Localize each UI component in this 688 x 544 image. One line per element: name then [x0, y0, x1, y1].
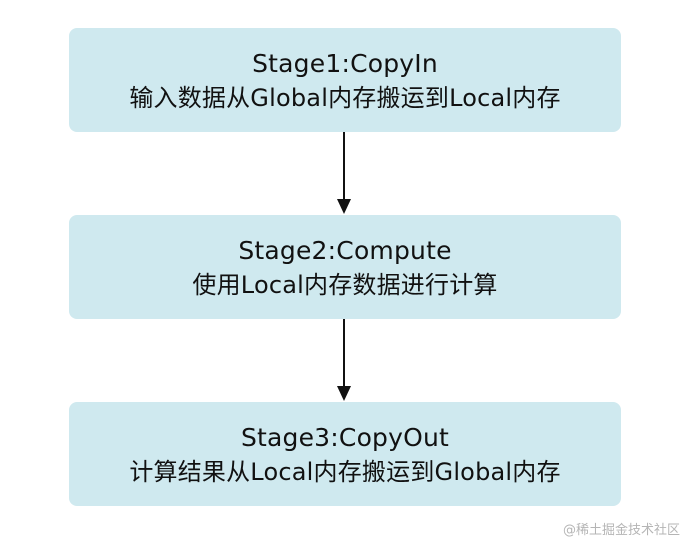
stage-copyin-title: Stage1:CopyIn: [252, 49, 438, 78]
stage-copyin-box: Stage1:CopyIn 输入数据从Global内存搬运到Local内存: [69, 28, 621, 132]
flow-arrow-2: [336, 319, 352, 402]
arrow-down-icon: [337, 319, 351, 401]
stage-compute-box: Stage2:Compute 使用Local内存数据进行计算: [69, 215, 621, 319]
watermark: @稀土掘金技术社区: [562, 523, 680, 538]
stage-copyin-description: 输入数据从Global内存搬运到Local内存: [129, 84, 561, 112]
flow-arrow-1: [336, 132, 352, 215]
stage-compute-description: 使用Local内存数据进行计算: [192, 271, 498, 299]
arrow-down-icon: [337, 132, 351, 214]
stage-copyout-description: 计算结果从Local内存搬运到Global内存: [129, 458, 561, 486]
stage-compute-title: Stage2:Compute: [238, 236, 452, 265]
stage-copyout-title: Stage3:CopyOut: [240, 423, 450, 452]
stage-copyout-box: Stage3:CopyOut 计算结果从Local内存搬运到Global内存: [69, 402, 621, 506]
